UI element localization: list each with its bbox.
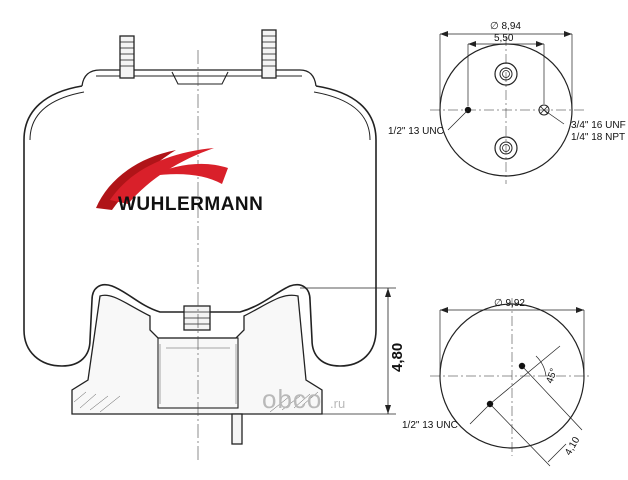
top-left-thread-label: 1/2" 13 UNC [388, 126, 444, 137]
height-dimension [300, 287, 396, 415]
brand-name: WUHLERMANN [118, 194, 263, 215]
bottom-outer-dia-label: ∅ 9,92 [494, 298, 525, 309]
height-dim-label: 4,80 [389, 343, 406, 372]
bottom-offset-label: 4,10 [563, 435, 582, 458]
top-stud-upper [494, 62, 518, 86]
bottom-hole-2 [486, 400, 494, 408]
bottom-view [430, 298, 592, 467]
logo-swoosh-tail [150, 163, 228, 184]
top-outer-dia-label: ∅ 8,94 [490, 21, 521, 32]
side-view [23, 29, 396, 462]
bottom-angle-label: 45° [544, 367, 560, 385]
bellows-inner-outline [29, 91, 371, 141]
bellows-outline [23, 85, 377, 367]
top-plate-dimple [171, 71, 229, 85]
brand-logo: WUHLERMANN [96, 148, 263, 215]
watermark-text: obco [262, 384, 322, 414]
top-bead-plate [81, 69, 317, 87]
logo-swoosh-red [110, 148, 214, 204]
top-right-thread-label-1: 3/4" 16 UNF [571, 120, 626, 131]
right-stud [261, 29, 277, 79]
piston-hatch [73, 344, 319, 413]
piston-bottom-stud [231, 413, 243, 445]
bottom-hole-1 [518, 362, 526, 370]
bottom-thread-label: 1/2" 13 UNC [402, 420, 458, 431]
bottom-view-dimensions [439, 307, 585, 467]
top-view-dimensions [439, 31, 573, 131]
top-view [430, 31, 584, 184]
piston-top-stud [183, 305, 211, 331]
watermark-suffix: .ru [330, 396, 345, 411]
top-right-thread-label-2: 1/4" 18 NPT [571, 132, 625, 143]
watermark: obco .ru [262, 384, 345, 414]
piston-body [71, 294, 323, 415]
left-stud [119, 35, 135, 79]
top-bolt-spacing-label: 5,50 [494, 33, 514, 44]
top-stud-lower [494, 136, 518, 160]
